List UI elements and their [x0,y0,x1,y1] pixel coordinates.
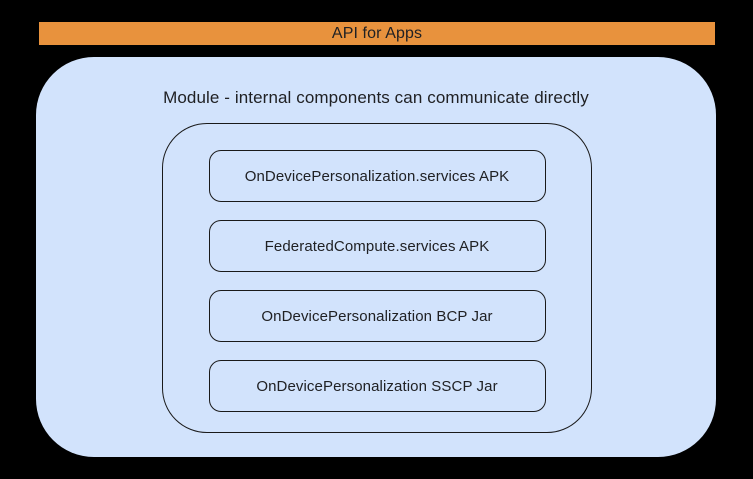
module-container: Module - internal components can communi… [36,57,716,457]
component-label: OnDevicePersonalization.services APK [244,167,510,185]
components-group: OnDevicePersonalization.services APK Fed… [162,123,592,433]
api-for-apps-label: API for Apps [331,24,423,42]
component-label: FederatedCompute.services APK [264,237,490,255]
component-box-odp-sscp-jar: OnDevicePersonalization SSCP Jar [208,360,546,412]
module-title: Module - internal components can communi… [163,88,589,107]
component-box-federatedcompute-apk: FederatedCompute.services APK [208,220,546,272]
component-label: OnDevicePersonalization SSCP Jar [256,377,498,395]
component-box-odp-bcp-jar: OnDevicePersonalization BCP Jar [208,290,546,342]
api-for-apps-banner: API for Apps [39,22,715,45]
component-box-odp-services-apk: OnDevicePersonalization.services APK [208,150,546,202]
component-label: OnDevicePersonalization BCP Jar [261,307,493,325]
